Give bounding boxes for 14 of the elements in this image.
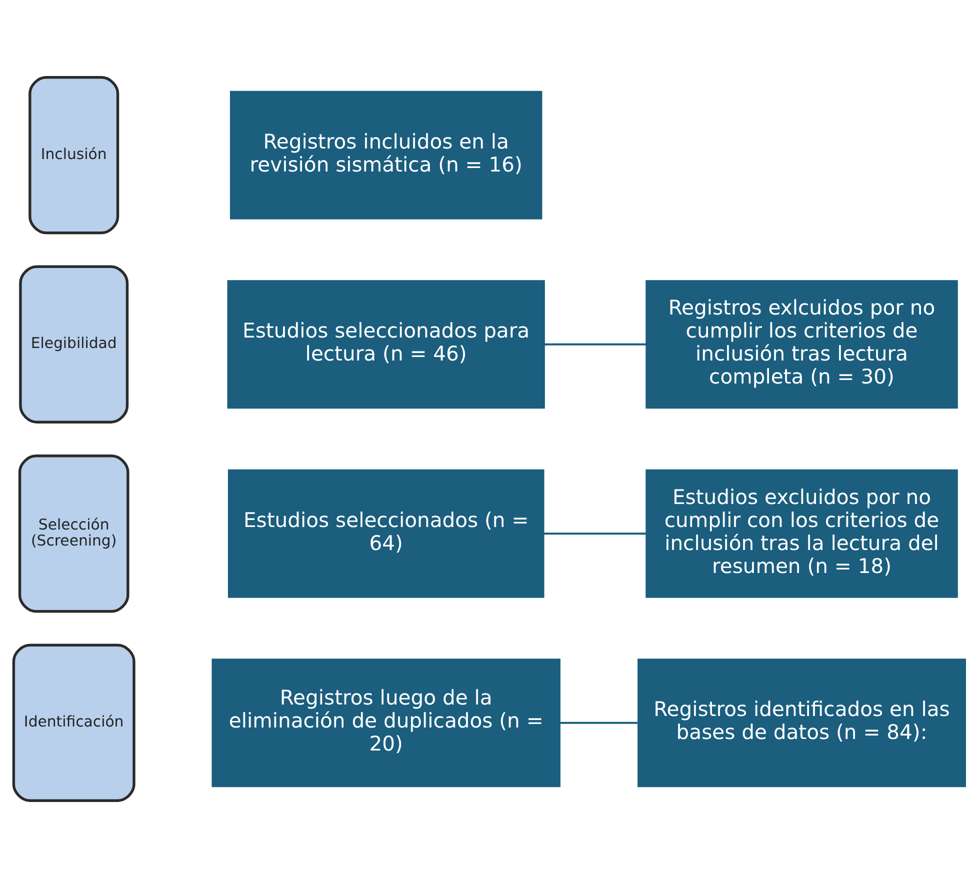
- node-box: Estudios excluidos por no cumplir con los criterios de inclusión tras la lectura del resumen (n = 18): [646, 469, 958, 598]
- node-box: Estudios seleccionados para lectura (n = 46): [227, 280, 545, 409]
- node-box: Selección (Screening): [18, 454, 130, 613]
- connector: [544, 343, 646, 346]
- connector: [544, 532, 646, 535]
- connector: [560, 722, 638, 724]
- node-box: Elegibilidad: [19, 265, 129, 424]
- node-box: Identificación: [12, 644, 136, 802]
- node-box: Registros luego de la eliminación de duplicados (n = 20): [212, 658, 560, 788]
- node-box: Registros exlcuidos por no cumplir los criterios de inclusión tras lectura completa (n = 30): [646, 280, 958, 409]
- node-box: Inclusión: [28, 76, 120, 234]
- node-box: Estudios seleccionados (n = 64): [228, 469, 544, 598]
- node-box: Registros incluidos en la revisión sismática (n = 16): [230, 90, 542, 220]
- node-box: Registros identificados en las bases de datos (n = 84):: [638, 658, 966, 788]
